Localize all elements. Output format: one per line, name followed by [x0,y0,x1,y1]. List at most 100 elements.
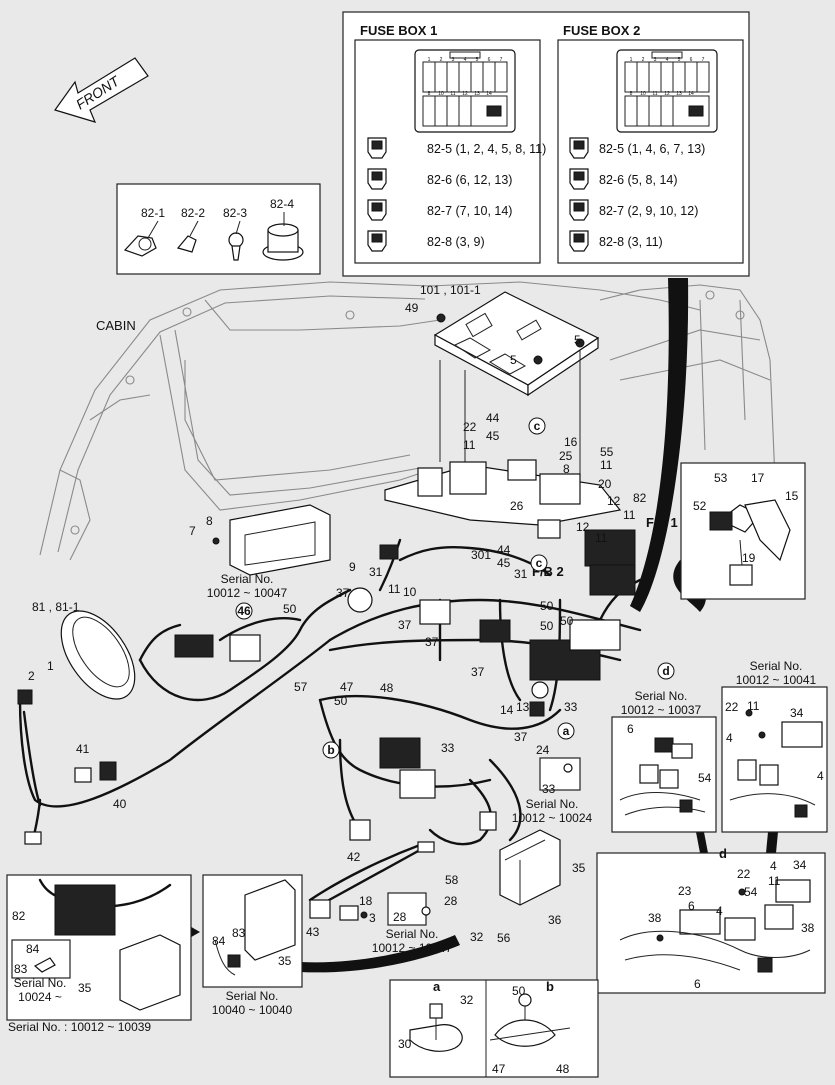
part-number-label: 52 [693,499,707,513]
fb1-label: F/B 1 [646,515,678,530]
mid-inset-box [202,874,303,988]
part-number-label: 50 [540,619,554,633]
clip-part-1: 82-1 [141,206,165,220]
part-number-label: 54 [744,885,758,899]
fuse-box-1-item: 82-5 (1, 2, 4, 5, 8, 11) [427,142,546,156]
part-number-label: 50 [334,694,348,708]
fuse-slot-number: 7 [702,57,705,63]
part-number-label: 50 [560,614,574,628]
part-number-label: 22 [737,867,751,881]
part-number-label: 4 [770,859,777,873]
part-number-label: 28 [393,910,407,924]
part-number-label: 18 [359,894,373,908]
fuse-slot-number: 10 [438,91,444,97]
part-number-label: 58 [445,873,459,887]
part-number-label: 5 [574,333,581,347]
part-number-label: 47 [492,1062,506,1076]
part-number-label: 33 [441,741,455,755]
part-number-label: 9 [349,560,356,574]
bracket-35 [499,829,561,906]
fuse-slot-number: 5 [476,57,479,63]
part-number-label: 38 [801,921,815,935]
fuse-slot-number: 12 [664,91,670,97]
part-number-label: 6 [688,899,695,913]
callout-circle [528,417,546,435]
part-number-label: 4 [817,769,824,783]
clip-part-4: 82-4 [270,197,294,211]
part-number-label: 20 [598,477,612,491]
fuse-slot-number: 2 [440,57,443,63]
fuse-icon [367,230,387,252]
serial-label-bottom-mid: Serial No.10012 ~ 10047 [372,927,453,955]
detail-d-title: d [719,846,727,861]
fuse-icon [367,168,387,190]
part-number-label: 11 [388,582,401,596]
fuse-icon [569,230,589,252]
part-number-label: 5 [510,353,517,367]
part-number-label: 55 [600,445,614,459]
part-number-label: 16 [564,435,578,449]
part-number-label: 4 [726,731,733,745]
fuse-box-2-item: 82-7 (2, 9, 10, 12) [599,204,698,218]
fuse-box-2-title: FUSE BOX 2 [563,23,640,38]
part-number-label: 31 [369,565,383,579]
part-number-label: 37 [336,586,350,600]
fuse-slot-number: 4 [666,57,669,63]
part-number-label: 17 [751,471,765,485]
fuse-slot-number: 14 [486,91,492,97]
part-number-label: 8 [563,462,570,476]
fuse-box-2-item: 82-6 (5, 8, 14) [599,173,678,187]
part-number-label: 14 [500,703,514,717]
fuse-slot-number: 8 [428,91,431,97]
part-number-label: 12 [607,494,621,508]
fuse-box-1-title: FUSE BOX 1 [360,23,437,38]
detail-wedge-2 [766,832,778,853]
fuse-box-2-item: 82-5 (1, 4, 6, 7, 13) [599,142,705,156]
fuse-slot-number: 13 [474,91,480,97]
clip-82-2-icon [176,235,197,253]
fuse-slot-number: 10 [640,91,646,97]
detail-d1-box [611,716,717,833]
part-number-label: 48 [380,681,394,695]
part-number-label: 4 [716,904,723,918]
fuse-slot-number: 1 [428,57,431,63]
serial-label-main: Serial No.10012 ~ 10047 [207,572,288,600]
part-number-label: 10 [403,585,417,599]
part-number-label: 33 [542,782,556,796]
callout-circle [657,662,675,680]
front-arrow: FRONT [54,57,149,123]
part-number-label: 44 [497,543,511,557]
detail-a-title: a [433,979,441,994]
part-number-label: 37 [425,635,439,649]
part-number-label: 42 [347,850,361,864]
detail-b-title: b [546,979,554,994]
fuse-slot-number: 7 [500,57,503,63]
part-number-label: 101 , 101-1 [420,283,481,297]
part-number-label: 81 , 81-1 [32,600,80,614]
relay-inset-box [680,462,806,600]
part-number-label: 32 [460,993,474,1007]
fuse-box-panel: FUSE BOX 1 FUSE BOX 2 [342,11,750,277]
serial-label-inset-left: Serial No.10024 ~ [14,976,67,1004]
part-number-label: 82 [12,909,26,923]
part-number-label: 41 [76,742,90,756]
bracket-callout-wedge [300,935,460,973]
part-number-label: 40 [113,797,127,811]
part-number-label: 35 [278,954,292,968]
callout-letter: b [327,743,334,757]
cabin-outline [39,281,776,561]
fusebox-callout-wedge [630,278,689,612]
part-number-label: 56 [497,931,511,945]
fuse-box-2-icon [616,49,718,133]
part-number-label: 22 [725,700,739,714]
part-number-label: 43 [306,925,320,939]
serial-label-mid: Serial No.10012 ~ 10024 [512,797,593,825]
fuse-slot-number: 5 [678,57,681,63]
callout-circle [557,722,575,740]
part-number-label: 30 [398,1037,412,1051]
part-number-label: 11 [623,508,636,522]
part-number-label: 84 [26,942,40,956]
fuse-slot-number: 13 [676,91,682,97]
